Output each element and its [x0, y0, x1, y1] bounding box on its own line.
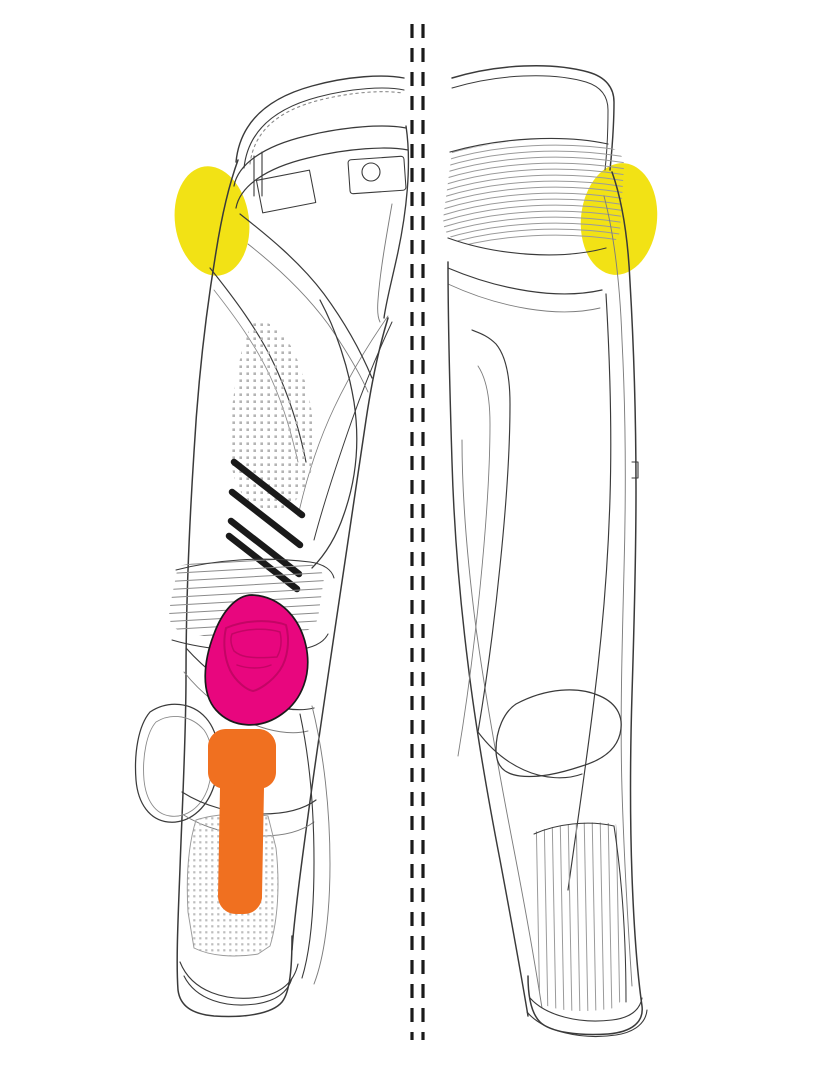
rear-view-pants — [443, 65, 658, 1037]
belt-loop — [253, 151, 317, 214]
vent-slash-3 — [227, 517, 303, 578]
knee-protector-zone — [204, 594, 309, 726]
front-crotch-seam — [313, 321, 393, 541]
front-calf-outer-seam-2 — [311, 705, 331, 985]
snap-button — [347, 155, 407, 195]
rear-inseam-edge — [447, 261, 529, 1017]
rear-waist-top-inner — [451, 75, 609, 171]
rear-waist-top — [451, 65, 615, 171]
rear-seat-seam-2 — [447, 283, 601, 313]
front-hem-outer-curve — [179, 961, 299, 999]
front-hip-yoke-seam-2 — [247, 243, 369, 393]
rear-hem-inner-curve — [529, 997, 643, 1022]
front-outer-silhouette — [176, 159, 293, 1018]
rear-knee-cutout — [495, 689, 622, 778]
rear-inseam-edge-2 — [461, 439, 543, 1009]
front-hem-inner-curve — [183, 975, 293, 1006]
front-fly-edge — [383, 125, 410, 319]
rear-waistband-top-edge — [449, 137, 609, 153]
rear-outer-silhouette — [527, 171, 643, 1036]
calf-ribs-top-edge — [533, 822, 615, 835]
front-calf-outer-seam — [299, 713, 315, 979]
rear-outer-silhouette-inner — [603, 195, 633, 987]
shin-protector-zone — [208, 729, 276, 914]
calf-ribs-side-edge — [613, 825, 627, 1003]
hip-protector-zone-front — [174, 166, 250, 276]
waistband-stitching — [249, 91, 403, 165]
rear-outer-notch — [631, 461, 639, 479]
center-dashed-divider — [410, 24, 425, 1040]
rear-waistband-bottom-edge — [447, 237, 607, 256]
shield-logo-icon — [223, 620, 289, 692]
waistband — [233, 75, 409, 209]
knee-ribs-boundary-top — [175, 558, 335, 579]
rear-hem-outer-curve — [526, 1009, 648, 1037]
vent-slash-2 — [228, 488, 304, 549]
thigh-vent-slashes — [225, 458, 306, 593]
front-fly-edge-inner — [377, 203, 393, 323]
front-thigh-outer-seam — [311, 299, 358, 569]
hip-protector-zone-rear — [580, 163, 658, 275]
front-hip-yoke-seam — [239, 213, 373, 379]
vent-slash-1 — [230, 458, 306, 519]
vent-slash-4 — [225, 532, 301, 593]
rear-side-panel-seam-2 — [457, 365, 491, 757]
front-inseam — [291, 317, 389, 951]
rear-seat-seam — [447, 267, 603, 295]
rear-side-panel-seam — [471, 329, 511, 733]
rear-knee-join-seam — [477, 731, 583, 779]
knee-slider-puck — [134, 703, 220, 823]
rear-leg-center-seam — [567, 293, 612, 891]
